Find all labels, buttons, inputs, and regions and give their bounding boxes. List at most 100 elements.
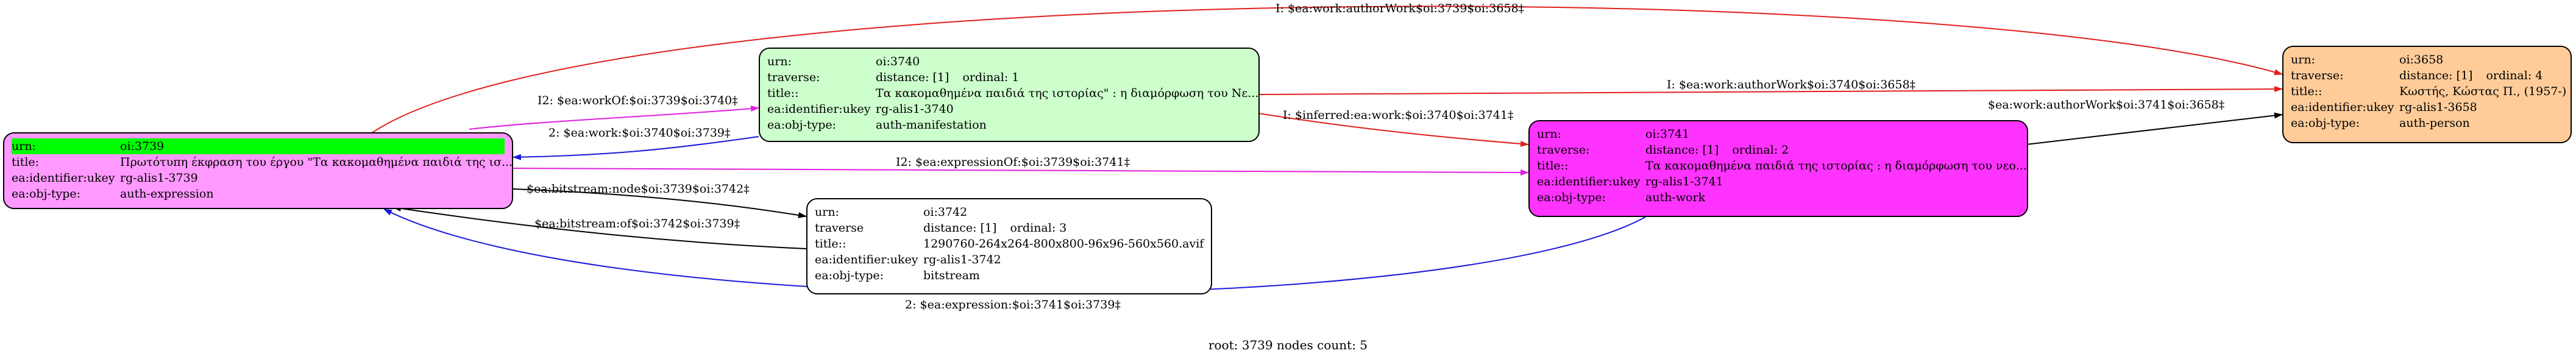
row-key: title:: <box>767 87 799 100</box>
row-key: ea:obj-type: <box>815 269 884 282</box>
node-row-title: title::1290760-264x264-800x800-96x96-560… <box>815 236 1204 252</box>
row-key: ea:identifier:ukey <box>767 102 871 116</box>
node-row-title: title::Κωστής, Κώστας Π., (1957-) <box>2291 84 2567 99</box>
node-row-ukey: ea:identifier:ukey rg-alis1-3742 <box>815 252 1204 268</box>
row-value: oi:3740 <box>876 55 920 68</box>
row-value: rg-alis1-3742 <box>923 253 1001 266</box>
edge-inferred-work-3740-3741 <box>1258 113 1529 147</box>
graph-footer: root: 3739 nodes count: 5 <box>1208 338 1368 352</box>
row-key: ea:obj-type: <box>1537 191 1606 204</box>
edge-label-bitstream-node: $ea:bitstream:node$oi:3739$oi:3742‡ <box>527 182 750 196</box>
edge-label-bitstream-of: $ea:bitstream:of$oi:3742$oi:3739‡ <box>534 217 740 230</box>
node-oi-3739[interactable]: urn: oi:3739 title: Πρωτότυπη έκφραση του … <box>3 132 513 209</box>
row-key: title:: <box>2291 85 2322 98</box>
row-value: rg-alis1-3740 <box>876 102 954 116</box>
row-key: traverse: <box>1537 143 1590 157</box>
row-value: oi:3742 <box>923 205 968 219</box>
row-ordinal: ordinal: 1 <box>962 71 1020 84</box>
row-value: oi:3739 <box>120 140 165 153</box>
row-value: Τα κακομαθημένα παιδιά της ιστορίας : η … <box>1645 159 2027 173</box>
edge-bitstream-of-3742-3739 <box>392 205 807 249</box>
node-oi-3742[interactable]: urn: oi:3742 traverse distance: [1] ordinal… <box>806 198 1212 294</box>
row-value: 1290760-264x264-800x800-96x96-560x560.av… <box>923 237 1204 251</box>
row-key: urn: <box>767 55 792 68</box>
node-row-urn: urn: oi:3658 <box>2291 52 2563 68</box>
row-key: title:: <box>815 237 846 251</box>
node-oi-3658[interactable]: urn: oi:3658 traverse: distance: [1] ordina… <box>2282 46 2572 143</box>
row-value: distance: [1] <box>876 71 949 84</box>
node-row-title: title::Τα κακομαθημένα παιδιά της ιστορί… <box>767 85 1258 101</box>
edge-authorwork-3739-3658 <box>371 5 2283 134</box>
row-key: urn: <box>815 205 839 219</box>
node-oi-3740[interactable]: urn: oi:3740 traverse: distance: [1] ordina… <box>759 48 1260 142</box>
row-value: Κωστής, Κώστας Π., (1957-) <box>2399 85 2567 98</box>
row-key: ea:identifier:ukey <box>12 171 115 185</box>
edge-label-authorwork-3739-3658: I: $ea:work:authorWork$oi:3739$oi:3658‡ <box>1276 2 1524 15</box>
node-row-urn: urn: oi:3740 <box>767 54 1251 69</box>
row-value: auth-expression <box>120 187 214 201</box>
node-row-objtype: ea:obj-type: auth-expression <box>12 186 505 202</box>
row-value: oi:3741 <box>1645 127 1690 141</box>
row-key: ea:identifier:ukey <box>1537 175 1641 188</box>
edge-expressionof-3739-3741 <box>513 168 1529 176</box>
row-key: ea:identifier:ukey <box>815 253 918 266</box>
node-row-traverse: traverse: distance: [1] ordinal: 1 <box>767 69 1251 85</box>
node-row-urn: urn: oi:3739 <box>12 138 505 154</box>
row-key: traverse <box>815 221 864 235</box>
row-value: Πρωτότυπη έκφραση του έργου "Τα κακομαθη… <box>120 155 513 169</box>
node-row-title: title::Τα κακομαθημένα παιδιά της ιστορί… <box>1537 158 2027 174</box>
row-key: ea:obj-type: <box>767 118 837 132</box>
row-value: bitstream <box>923 269 980 282</box>
row-key: urn: <box>2291 53 2315 66</box>
row-key: urn: <box>12 140 36 153</box>
row-key: traverse: <box>767 71 820 84</box>
node-row-ukey: ea:identifier:ukey rg-alis1-3739 <box>12 170 505 186</box>
node-row-traverse: traverse distance: [1] ordinal: 3 <box>815 220 1204 236</box>
row-value: rg-alis1-3658 <box>2399 101 2477 114</box>
row-value: rg-alis1-3741 <box>1645 175 1723 188</box>
node-row-objtype: ea:obj-type: bitstream <box>815 268 1204 283</box>
row-key: ea:obj-type: <box>12 187 81 201</box>
row-value: auth-work <box>1645 191 1706 204</box>
node-row-ukey: ea:identifier:ukey rg-alis1-3658 <box>2291 99 2563 115</box>
node-row-title: title: Πρωτότυπη έκφραση του έργου "Τα κα… <box>12 154 513 170</box>
node-row-urn: urn:oi:3741 <box>1537 126 2020 142</box>
row-key: title: <box>12 155 40 169</box>
row-value: Τα κακομαθημένα παιδιά της ιστορίας" : η… <box>876 87 1259 100</box>
row-value: oi:3658 <box>2399 53 2444 66</box>
row-value: distance: [1] <box>1645 143 1719 157</box>
row-ordinal: ordinal: 4 <box>2486 69 2543 82</box>
edge-label-work-3740-3739: 2: $ea:work:$oi:3740$oi:3739‡ <box>548 126 731 140</box>
row-value: rg-alis1-3739 <box>120 171 198 185</box>
edge-bitstream-node-3739-3742 <box>513 188 807 218</box>
edge-label-authorwork-3740-3658: I: $ea:work:authorWork$oi:3740$oi:3658‡ <box>1667 78 1915 91</box>
edge-work-3740-3739 <box>513 136 759 160</box>
row-key: title:: <box>1537 159 1569 173</box>
row-key: ea:identifier:ukey <box>2291 101 2394 114</box>
edge-label-workof-3739-3740: I2: $ea:workOf:$oi:3739$oi:3740‡ <box>538 94 738 107</box>
row-key: ea:obj-type: <box>2291 116 2360 130</box>
edge-label-authorwork-3741-3658: $ea:work:authorWork$oi:3741$oi:3658‡ <box>1988 98 2224 112</box>
edge-authorwork-3741-3658 <box>2026 112 2283 145</box>
node-row-traverse: traverse: distance: [1] ordinal: 2 <box>1537 142 2020 158</box>
row-value: auth-person <box>2399 116 2470 130</box>
node-row-objtype: ea:obj-type: auth-person <box>2291 115 2563 131</box>
node-row-ukey: ea:identifier:ukey rg-alis1-3740 <box>767 101 1251 117</box>
edge-authorwork-3740-3658 <box>1258 86 2283 95</box>
edge-label-expression-3741-3739: 2: $ea:expression:$oi:3741$oi:3739‡ <box>905 298 1121 312</box>
node-row-urn: urn: oi:3742 <box>815 204 1204 220</box>
node-row-ukey: ea:identifier:ukey rg-alis1-3741 <box>1537 174 2020 190</box>
node-row-traverse: traverse: distance: [1] ordinal: 4 <box>2291 68 2563 84</box>
row-key: traverse: <box>2291 69 2344 82</box>
node-oi-3741[interactable]: urn:oi:3741 traverse: distance: [1] ordina… <box>1528 120 2028 217</box>
row-value: distance: [1] <box>923 221 997 235</box>
row-value: distance: [1] <box>2399 69 2473 82</box>
row-ordinal: ordinal: 3 <box>1010 221 1067 235</box>
edge-workof-3739-3740 <box>469 105 759 130</box>
node-row-objtype: ea:obj-type: auth-work <box>1537 190 2020 205</box>
edge-label-inferred-work: I: $inferred:ea:work:$oi:3740$oi:3741‡ <box>1283 109 1514 122</box>
edge-label-expressionof-3739-3741: I2: $ea:expressionOf:$oi:3739$oi:3741‡ <box>896 155 1130 169</box>
row-value: auth-manifestation <box>876 118 987 132</box>
row-ordinal: ordinal: 2 <box>1732 143 1789 157</box>
